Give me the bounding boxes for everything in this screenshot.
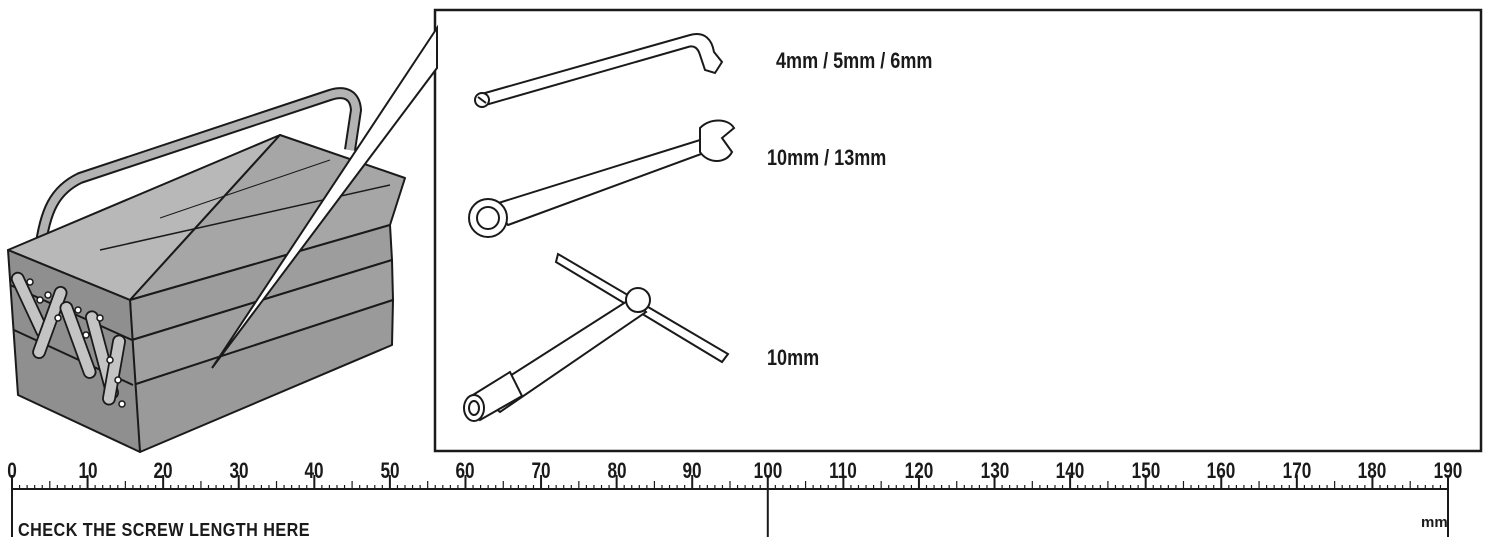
ruler-unit-label: mm [1421, 514, 1448, 531]
ruler-tick-label: 60 [455, 458, 476, 483]
ruler-tick-label: 10 [78, 458, 98, 483]
ruler-tick-label: 130 [980, 458, 1009, 483]
callout-pointer [211, 24, 438, 369]
hex-key-size-label: 4mm / 5mm / 6mm [776, 48, 933, 73]
ruler-tick-label: 90 [682, 458, 702, 483]
ruler-tick-label: 50 [380, 458, 400, 483]
ruler-tick-label: 70 [531, 458, 551, 483]
ruler-instruction: CHECK THE SCREW LENGTH HERE [18, 520, 311, 540]
t-socket-wrench-icon [463, 252, 730, 422]
ruler-tick-label: 0 [7, 458, 17, 483]
toolbox-icon [7, 87, 406, 453]
wrench-icon [468, 119, 736, 238]
ruler-tick-label: 120 [904, 458, 934, 483]
hex-key-icon [474, 33, 724, 108]
ruler-tick-label: 110 [829, 458, 858, 483]
ruler-tick-label: 160 [1206, 458, 1236, 483]
ruler-tick-label: 100 [753, 458, 783, 483]
ruler-tick-label: 40 [304, 458, 324, 483]
ruler-tick-label: 150 [1131, 458, 1160, 483]
ruler-tick-label: 170 [1282, 458, 1312, 483]
wrench-size-label: 10mm / 13mm [767, 145, 887, 170]
callout-box [433, 8, 1483, 453]
socket-wrench-size-label: 10mm [767, 345, 820, 370]
ruler-tick-label: 20 [153, 458, 173, 483]
ruler-tick-label: 190 [1433, 458, 1463, 483]
ruler-tick-label: 180 [1358, 458, 1387, 483]
measuring-ruler [11, 475, 1449, 537]
ruler-tick-label: 140 [1055, 458, 1085, 483]
ruler-tick-label: 80 [607, 458, 627, 483]
ruler-tick-label: 30 [229, 458, 249, 483]
